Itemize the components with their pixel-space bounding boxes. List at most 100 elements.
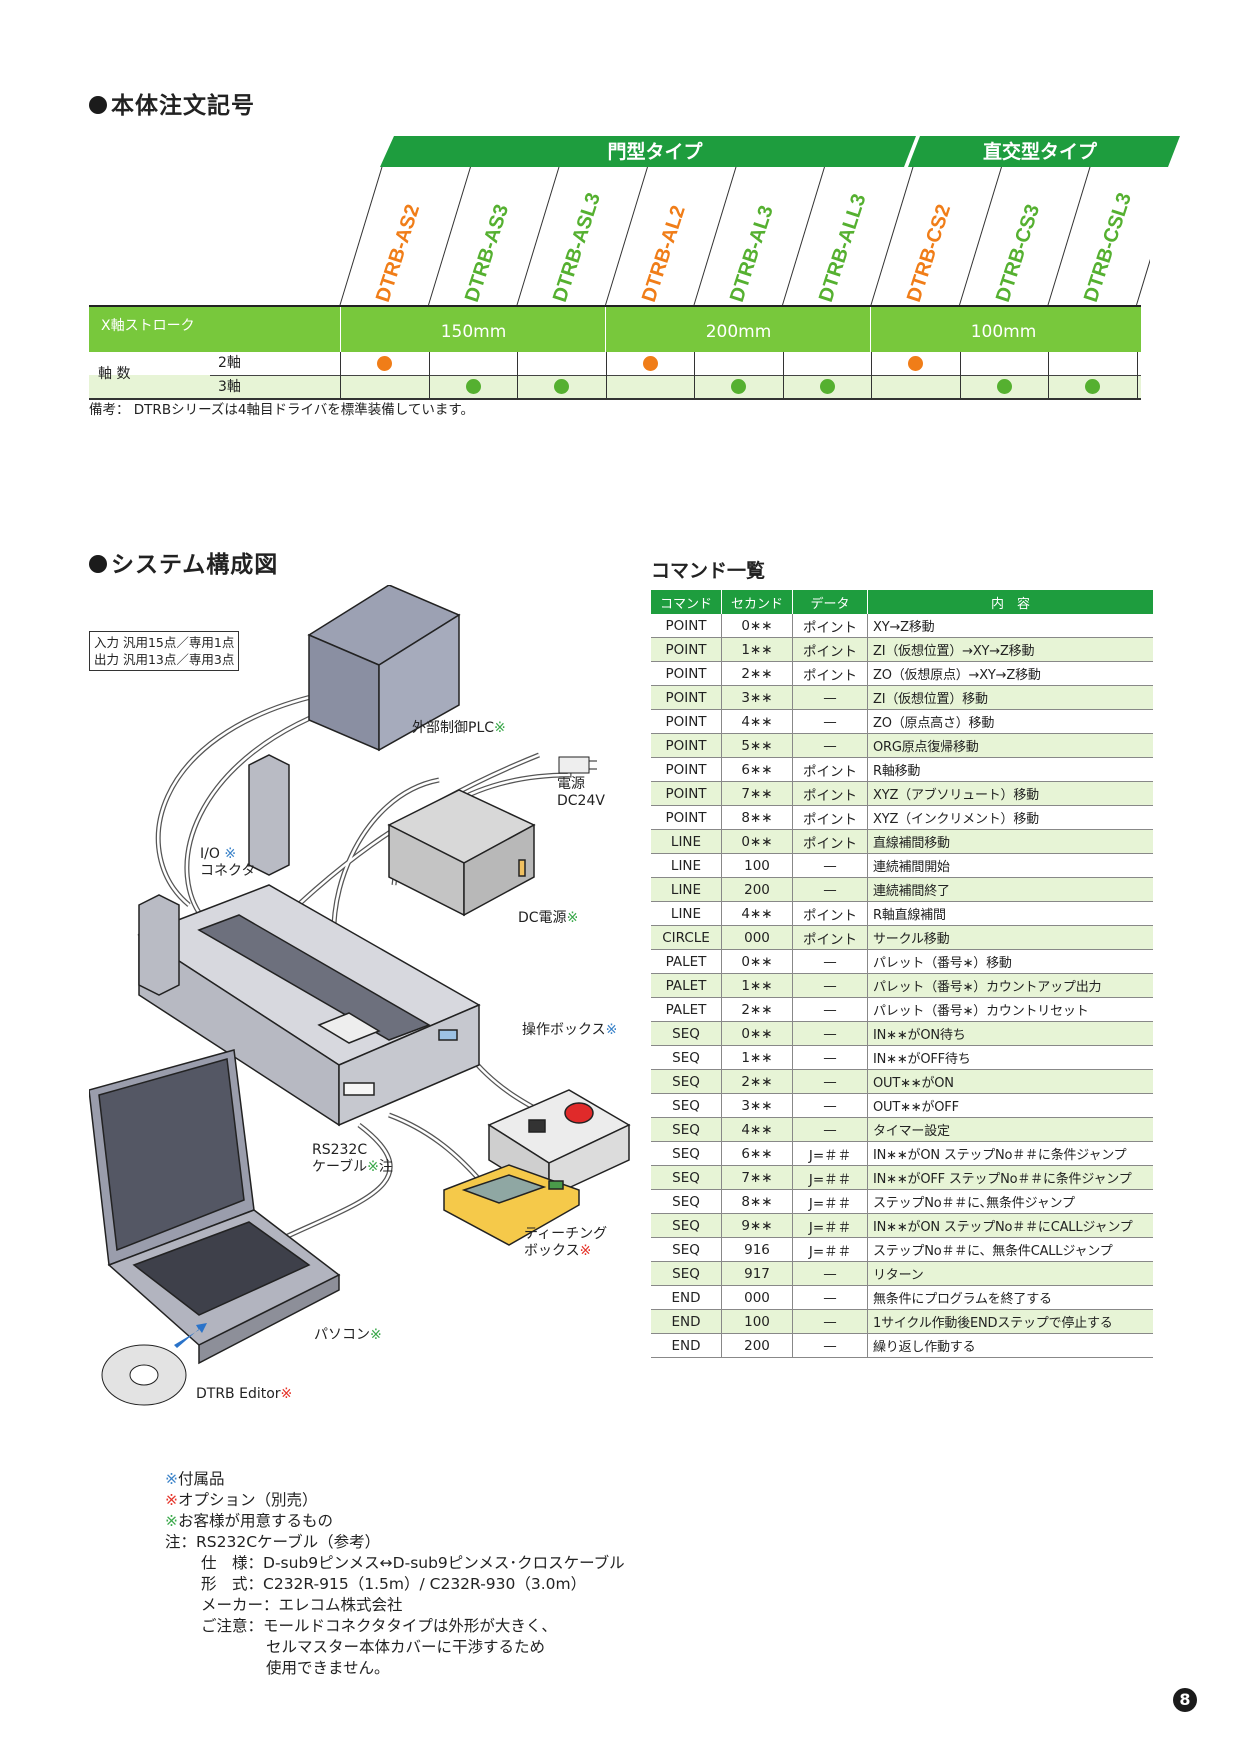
axis2-dot [642,356,658,371]
cell-data: — [792,733,868,758]
cell-data: — [792,1093,868,1118]
cell-second: 5∗∗ [721,733,793,758]
cell-command: SEQ [651,1237,722,1262]
cell-second: 916 [721,1237,793,1262]
cell-second: 6∗∗ [721,1141,793,1166]
cell-second: 100 [721,853,793,878]
cell-content: R軸直線補間 [867,901,1153,926]
order-note: 備考： DTRBシリーズは4軸目ドライバを標準装備しています。 [89,402,474,418]
cell-data: — [792,1309,868,1334]
operation-box-label: 操作ボックス※ [522,1022,618,1038]
cell-second: 000 [721,925,793,950]
cell-data: — [792,709,868,734]
axis3-dot [554,379,570,394]
cell-second: 1∗∗ [721,973,793,998]
header-content: 内 容 [867,590,1153,614]
cell-content: IN∗∗がON待ち [867,1021,1153,1046]
cell-data: ポイント [792,637,868,662]
cell-command: END [651,1309,722,1334]
cell-content: ステップNo＃＃に､無条件ジャンプ [867,1189,1153,1214]
cell-data: ポイント [792,829,868,854]
note-option: ※オプション（別売） [165,1491,318,1509]
cell-data: — [792,853,868,878]
cell-content: 無条件にプログラムを終了する [867,1285,1153,1310]
cell-second: 100 [721,1309,793,1334]
cell-command: SEQ [651,1141,722,1166]
editor-label: DTRB Editor※ [196,1386,293,1402]
axis3-dot [731,379,747,394]
stroke-row: X軸ストローク 150mm 200mm 100mm [89,306,1141,352]
cell-content: 1サイクル作動後ENDステップで停止する [867,1309,1153,1334]
cell-data: ポイント [792,901,868,926]
teaching-box-label: ティーチングボックス※ [524,1226,608,1259]
cell-content: ZO（仮想原点）→XY→Z移動 [867,661,1153,686]
cell-data: J=＃＃ [792,1237,868,1262]
cell-command: SEQ [651,1021,722,1046]
cell-content: XY→Z移動 [867,614,1153,638]
cell-second: 8∗∗ [721,1189,793,1214]
cell-command: SEQ [651,1117,722,1142]
order-code-title: 本体注文記号 [89,86,255,120]
cell-content: タイマー設定 [867,1117,1153,1142]
axis3-dot [465,379,481,394]
cell-command: PALET [651,973,722,998]
header-command: コマンド [651,590,722,614]
model-separator [782,167,825,306]
cell-second: 0∗∗ [721,1021,793,1046]
cell-content: IN∗∗がOFF ステップNo＃＃に条件ジャンプ [867,1165,1153,1190]
plc-box [307,585,461,752]
cell-second: 917 [721,1261,793,1286]
model-header-lines [339,167,1150,306]
cell-second: 8∗∗ [721,805,793,830]
io-connector-label: I/O ※コネクタ [200,846,256,879]
page-number: 8 [1173,1688,1197,1712]
command-table-header: コマンド セカンド データ 内 容 [651,590,1153,614]
cell-data: — [792,685,868,710]
note-maker: メーカー：エレコム株式会社 [201,1596,403,1614]
cell-data: — [792,1045,868,1070]
stroke-value-cs: 100mm [970,322,1037,342]
cell-second: 4∗∗ [721,901,793,926]
cell-command: LINE [651,853,722,878]
cell-command: END [651,1285,722,1310]
cell-second: 000 [721,1285,793,1310]
cell-second: 3∗∗ [721,1093,793,1118]
cell-content: ORG原点復帰移動 [867,733,1153,758]
axis3-dot [996,379,1012,394]
grid-line [959,352,961,398]
cell-command: POINT [651,757,722,782]
cell-data: — [792,1021,868,1046]
grid-line [694,352,695,398]
model-separator [1136,258,1150,306]
axis3-label-bg [89,375,339,399]
cell-command: SEQ [651,1045,722,1070]
pc-label: パソコン※ [314,1327,382,1343]
note-customer: ※お客様が用意するもの [165,1512,334,1530]
cell-data: — [792,1285,868,1310]
dc-power-box [387,789,536,917]
divider [605,306,606,352]
footnotes: ※付属品 ※オプション（別売） ※お客様が用意するもの 注：RS232Cケーブル… [165,1469,625,1679]
cell-content: パレット（番号∗）移動 [867,949,1153,974]
cell-second: 200 [721,1333,793,1358]
laptop [89,1049,341,1365]
note-model: 形 式：C232R-915（1.5m）/ C232R-930（3.0m） [201,1575,587,1593]
